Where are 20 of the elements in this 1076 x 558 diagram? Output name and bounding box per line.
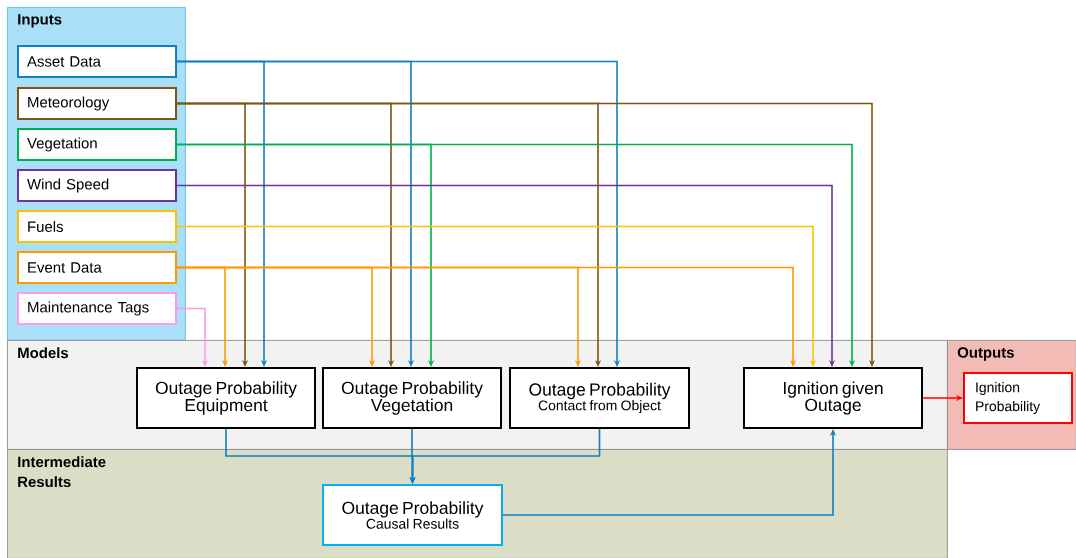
arrow bbox=[176, 184, 836, 367]
input-box: Event Data bbox=[17, 251, 177, 284]
arrow bbox=[176, 307, 209, 367]
arrow bbox=[176, 102, 876, 367]
arrow bbox=[176, 266, 797, 367]
arrow bbox=[176, 60, 621, 367]
model-box: Ignition given Outage bbox=[743, 367, 923, 429]
input-box: Vegetation bbox=[17, 128, 177, 161]
input-box: Fuels bbox=[17, 210, 177, 243]
output-box: Ignition Probability bbox=[963, 372, 1073, 424]
input-box: Maintenance Tags bbox=[17, 292, 177, 325]
model-box: Outage Probability Equipment bbox=[136, 367, 316, 429]
model-box: Outage Probability Causal Results bbox=[322, 484, 503, 546]
input-box: Asset Data bbox=[17, 45, 177, 78]
arrow bbox=[176, 143, 856, 367]
model-box: Outage Probability Contact from Object bbox=[509, 367, 690, 429]
input-box: Meteorology bbox=[17, 87, 177, 120]
input-box: Wind Speed bbox=[17, 169, 177, 202]
arrow bbox=[176, 225, 817, 367]
model-box: Outage Probability Vegetation bbox=[322, 367, 502, 429]
